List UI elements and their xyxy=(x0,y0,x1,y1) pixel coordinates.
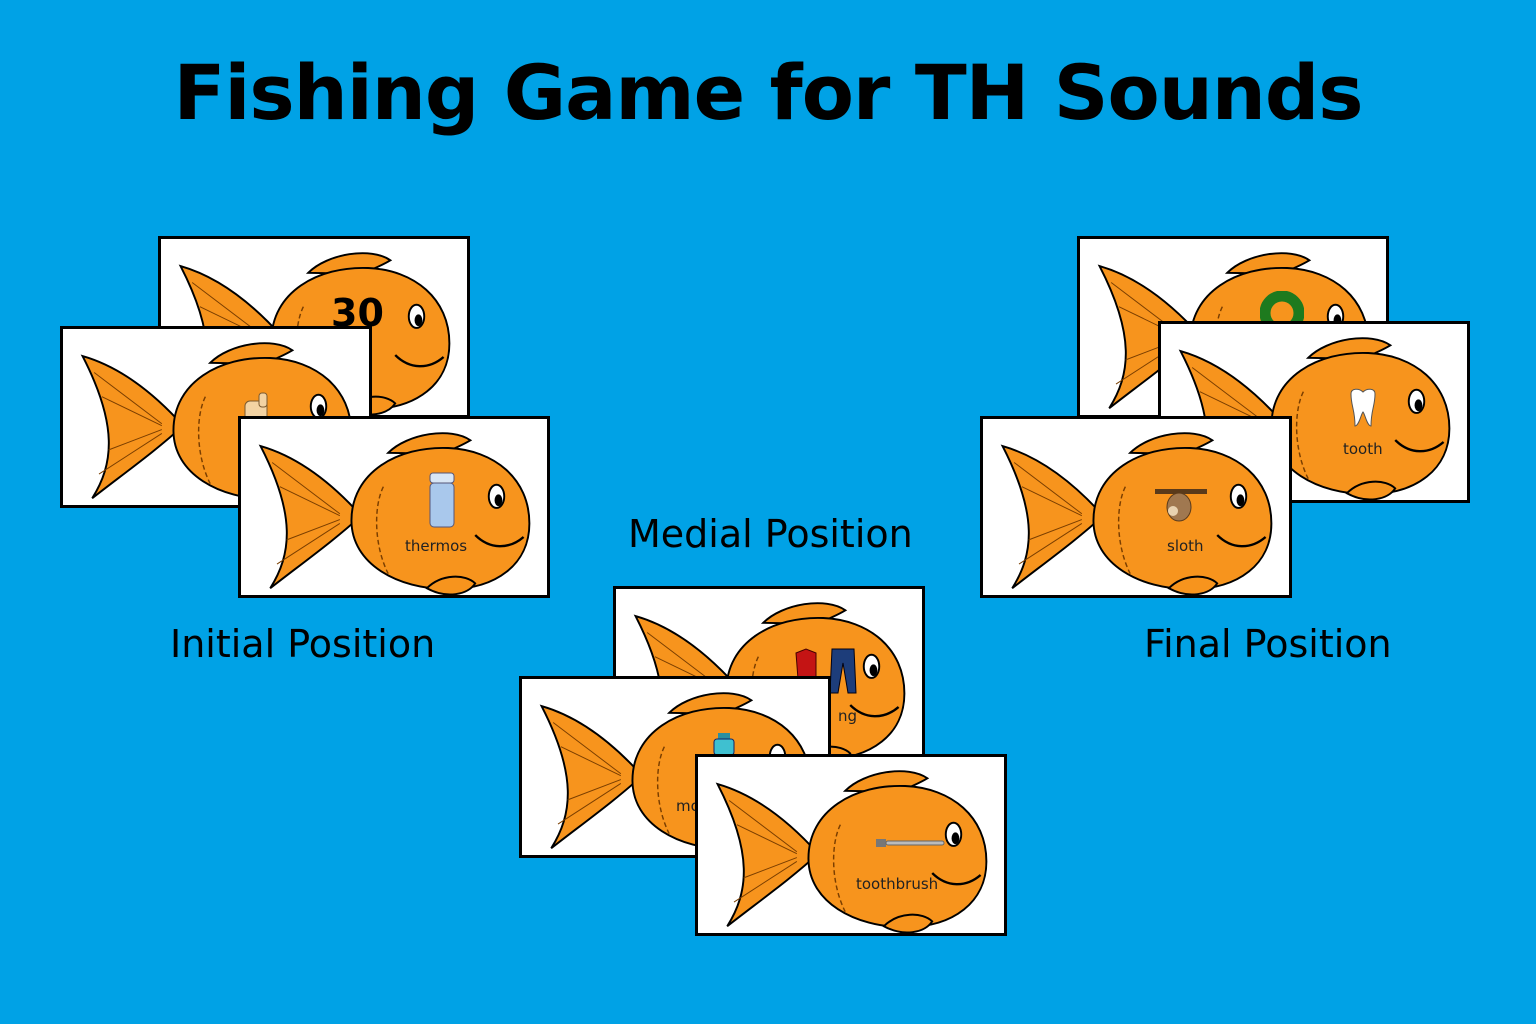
fish-card-medial-front[interactable]: toothbrush xyxy=(695,754,1007,936)
thermos-icon xyxy=(429,472,455,528)
page-title: Fishing Game for TH Sounds xyxy=(173,48,1363,137)
toothbrush-icon xyxy=(876,839,945,847)
fish-card-initial-front[interactable]: thermos xyxy=(238,416,550,598)
card-word: thermos xyxy=(405,537,468,555)
section-label-medial: Medial Position xyxy=(628,512,913,556)
card-word: toothbrush xyxy=(856,875,939,893)
fish-icon xyxy=(259,431,531,595)
card-word: sloth xyxy=(1167,537,1204,555)
section-label-initial: Initial Position xyxy=(170,622,436,666)
tooth-icon xyxy=(1350,388,1376,427)
fish-icon xyxy=(1001,431,1273,595)
card-word: mo xyxy=(676,797,700,815)
card-word: ng xyxy=(838,707,858,725)
section-label-final: Final Position xyxy=(1144,622,1392,666)
fish-icon xyxy=(716,769,988,933)
sloth-icon xyxy=(1155,489,1207,522)
clothing-icon xyxy=(795,648,857,694)
fish-card-final-front[interactable]: sloth xyxy=(980,416,1292,598)
card-word: tooth xyxy=(1343,440,1383,458)
